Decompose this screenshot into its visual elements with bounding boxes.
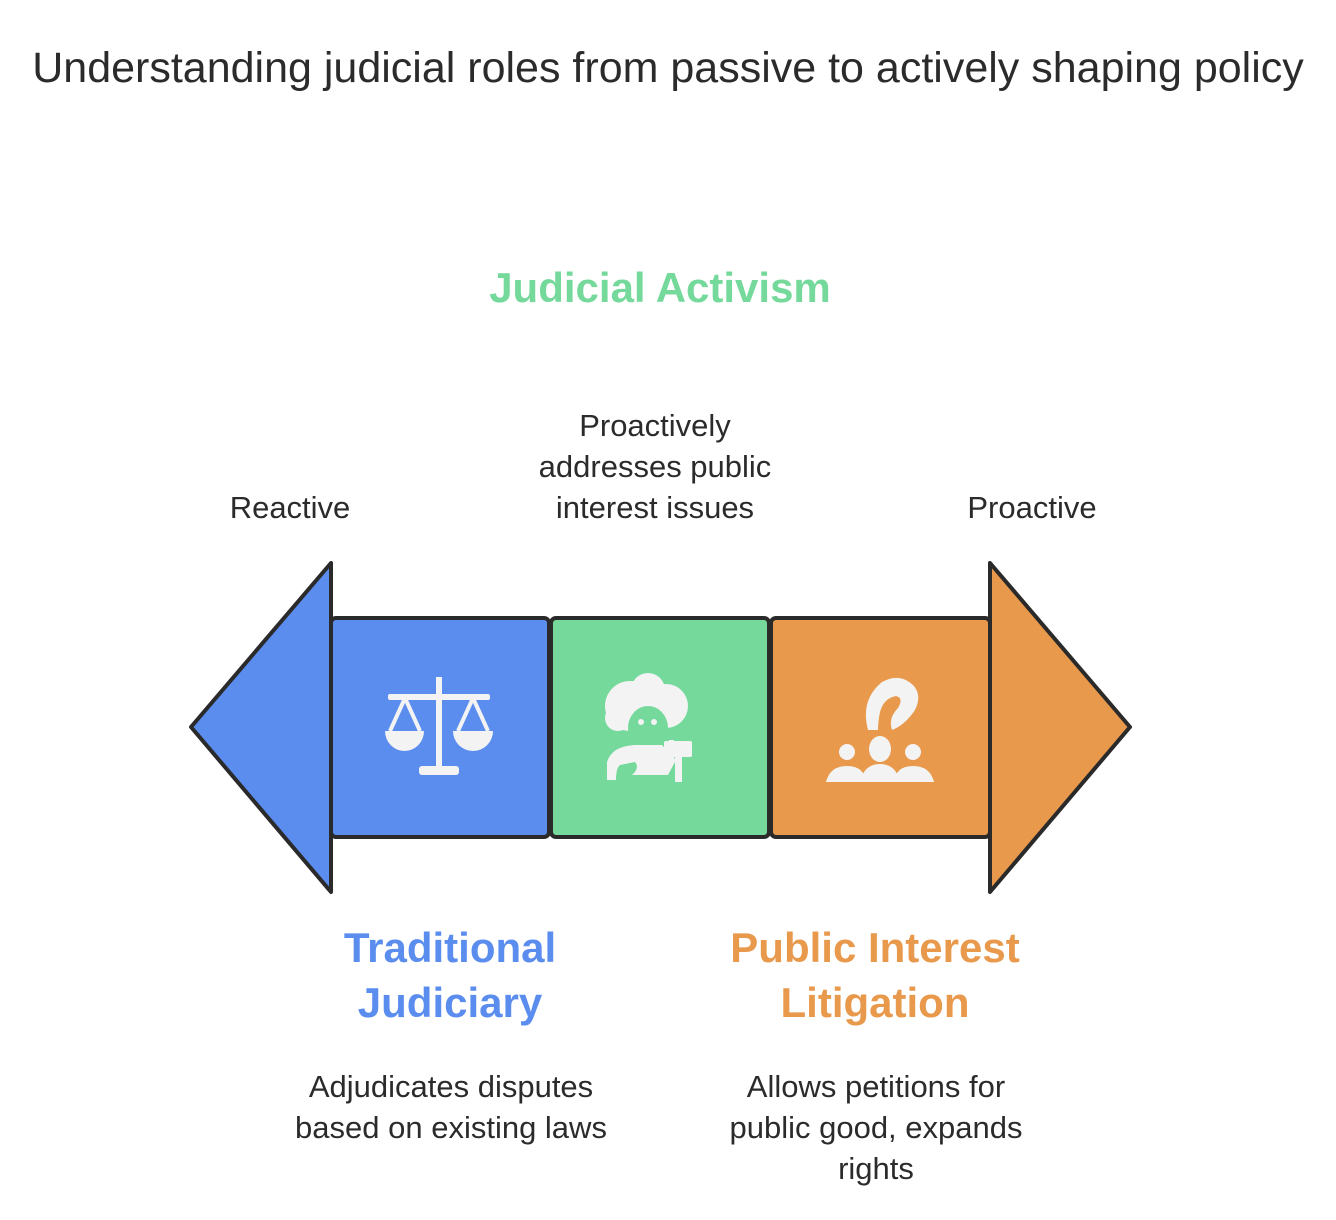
axis-right-label: Proactive: [967, 490, 1097, 525]
stage-heading-traditional-judiciary: Traditional Judiciary: [343, 924, 557, 1026]
left-arrow-head: [189, 561, 333, 894]
judge-with-gavel-icon: [605, 673, 692, 782]
right-arrow-head: [988, 561, 1132, 894]
diagram-title: Understanding judicial roles from passiv…: [32, 44, 1304, 92]
stage-box-public-interest-litigation: [769, 616, 992, 839]
stage-description-judicial-activism: Proactively addresses public interest is…: [538, 408, 772, 525]
stage-description-traditional-judiciary: Adjudicates disputes based on existing l…: [295, 1069, 607, 1145]
stage-heading-judicial-activism: Judicial Activism: [489, 264, 831, 311]
stage-heading-public-interest-litigation: Public Interest Litigation: [730, 924, 1020, 1026]
stage-description-public-interest-litigation: Allows petitions for public good, expand…: [729, 1069, 1023, 1186]
scales-of-justice-icon: [385, 677, 493, 775]
hand-over-people-icon: [826, 677, 934, 782]
axis-left-label: Reactive: [229, 490, 351, 525]
